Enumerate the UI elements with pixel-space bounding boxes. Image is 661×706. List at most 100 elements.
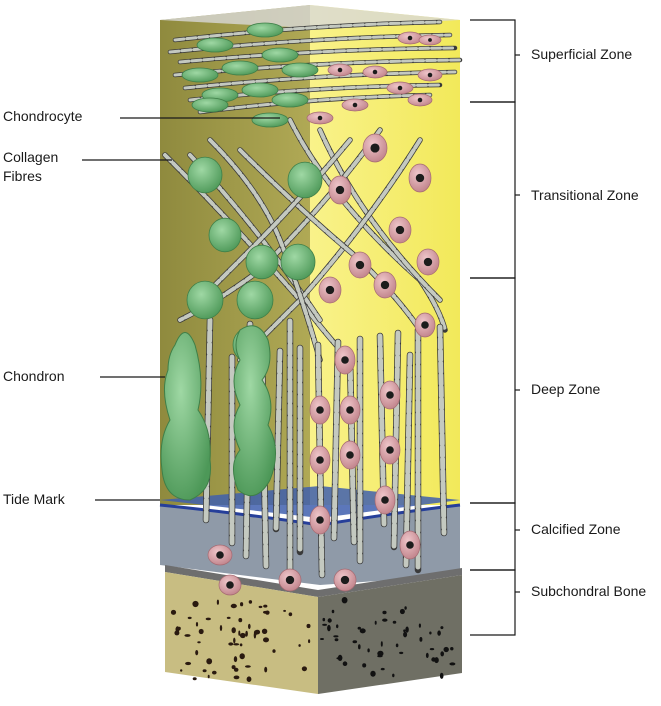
bone-pore	[170, 609, 177, 615]
bone-pore	[440, 651, 445, 657]
zone-brackets	[470, 19, 520, 636]
chondrocyte-nucleus	[427, 72, 433, 78]
collagen-fibre	[173, 20, 442, 42]
bone-pore	[246, 676, 252, 682]
bone-pore	[233, 656, 238, 663]
bone-pore	[192, 677, 197, 681]
chondrocyte-nucleus	[341, 356, 349, 364]
bone-pore	[362, 663, 367, 668]
bone-pore	[418, 623, 421, 628]
chondrocyte-nucleus	[417, 97, 423, 103]
bone-pore	[245, 665, 251, 668]
collagen-fibre	[273, 348, 283, 532]
bone-pore	[395, 643, 399, 648]
bone-pore	[185, 661, 192, 666]
chondrocyte-flat	[246, 22, 284, 38]
bone-pore	[337, 654, 343, 662]
chondrocyte-round	[208, 217, 242, 253]
chondrocyte-flat	[181, 67, 219, 83]
bone-pore	[180, 669, 183, 672]
bone-pore	[336, 624, 339, 629]
bone-pore	[197, 641, 201, 644]
bone-pore	[399, 608, 405, 615]
bone-pore	[301, 666, 307, 672]
bone-pore	[367, 648, 370, 653]
chondron-column	[233, 325, 276, 497]
bone-pore	[184, 634, 191, 637]
label-chondron: Chondron	[3, 368, 65, 384]
bone-pore	[245, 630, 248, 637]
bone-pore	[380, 641, 383, 647]
bone-pore	[403, 629, 406, 632]
bone-pore	[437, 630, 441, 636]
bone-pore	[382, 618, 388, 622]
bone-pore	[404, 606, 407, 610]
bone-pore	[230, 603, 237, 609]
chondrocyte-nucleus	[386, 446, 394, 454]
label-transitional-zone: Transitional Zone	[531, 187, 639, 203]
bone-pore	[283, 609, 286, 612]
bone-pore	[342, 661, 348, 666]
bone-pore	[175, 626, 180, 633]
bone-pore	[205, 617, 211, 621]
bone-pore	[202, 669, 207, 673]
label-tide-mark: Tide Mark	[3, 491, 65, 507]
bone-pore	[434, 657, 439, 664]
bone-pore	[193, 602, 196, 604]
chondrocyte-nucleus	[421, 321, 429, 329]
bone-pore	[403, 631, 408, 638]
bone-pore	[207, 674, 210, 679]
bone-pore	[263, 637, 269, 643]
chondrocyte-nucleus	[346, 451, 354, 459]
bone-pore	[359, 628, 366, 634]
label-subchondral-bone: Subchondral Bone	[531, 583, 647, 599]
collagen-fibre	[288, 118, 447, 332]
bone-pore	[322, 617, 326, 622]
bone-pore	[219, 625, 223, 631]
bone-pore	[231, 665, 236, 670]
chondrocyte-round	[187, 156, 223, 194]
bone-pore	[233, 637, 236, 644]
chondrocyte-nucleus	[423, 257, 433, 267]
bone-pore	[195, 622, 199, 627]
bone-pore	[192, 600, 199, 608]
bone-pore	[248, 623, 251, 630]
chondrocyte-nucleus	[386, 391, 394, 399]
bone-pore	[263, 610, 268, 614]
bone-pore	[327, 618, 332, 623]
chondrocyte-nucleus	[335, 185, 345, 195]
bone-pore	[392, 620, 397, 624]
bone-pore	[377, 654, 383, 658]
bone-pore	[306, 623, 311, 629]
bone-pore	[238, 630, 241, 636]
bone-pore	[239, 643, 243, 647]
chondrocyte-nucleus	[381, 496, 389, 504]
bone-pore	[382, 610, 387, 615]
bone-pore	[248, 600, 253, 604]
chondrocyte-nucleus	[352, 102, 358, 108]
chondrocyte-nucleus	[428, 38, 432, 42]
chondrocyte-flat	[191, 97, 229, 113]
chondrocyte-nucleus	[406, 541, 414, 549]
chondrocyte-nucleus	[395, 225, 405, 235]
bone-pore	[233, 675, 240, 680]
bone-pore	[370, 670, 376, 677]
chondrocyte-round	[245, 244, 279, 280]
chondrocyte-flat	[261, 47, 299, 63]
chondrocytes-pink	[207, 31, 443, 596]
bone-pore	[187, 616, 192, 620]
collagen-fibre	[208, 138, 322, 362]
bone-pore	[233, 667, 239, 672]
bone-pore	[233, 643, 240, 646]
bone-pore	[195, 650, 199, 656]
chondrocyte-flat	[241, 82, 279, 98]
collagen-fibre	[198, 93, 432, 114]
bone-pores	[170, 597, 456, 682]
chondrocyte-nucleus	[216, 551, 224, 559]
bone-pore	[425, 652, 429, 659]
chondrocyte-nucleus	[226, 581, 234, 589]
bone-pore	[288, 612, 293, 617]
chondrons	[160, 325, 276, 501]
bone-pore	[239, 653, 245, 660]
